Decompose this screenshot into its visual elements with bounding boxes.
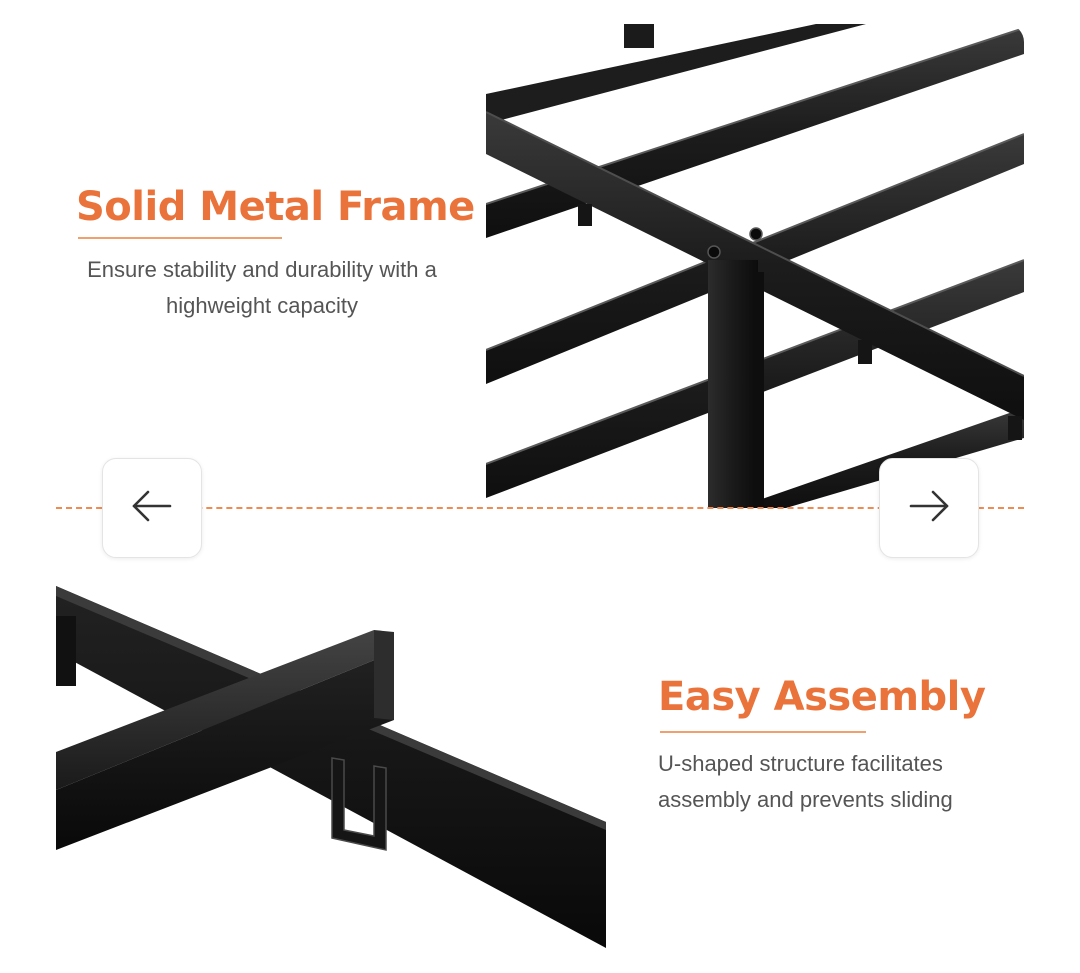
arrow-right-icon bbox=[905, 482, 953, 534]
feature-description: Ensure stability and durability with a h… bbox=[87, 257, 437, 318]
next-button[interactable] bbox=[879, 458, 979, 558]
arrow-left-icon bbox=[128, 482, 176, 534]
title-underline bbox=[660, 731, 866, 733]
title-underline bbox=[78, 237, 282, 239]
u-bracket-image bbox=[56, 582, 606, 948]
previous-button[interactable] bbox=[102, 458, 202, 558]
metal-frame-grid-image bbox=[486, 24, 1024, 508]
feature-title-easy-assembly: Easy Assembly bbox=[658, 674, 986, 720]
feature-title-solid-metal-frame: Solid Metal Frame bbox=[76, 184, 475, 230]
feature-description: U-shaped structure facilitates assembly … bbox=[658, 751, 953, 812]
dashed-divider bbox=[56, 507, 1024, 509]
